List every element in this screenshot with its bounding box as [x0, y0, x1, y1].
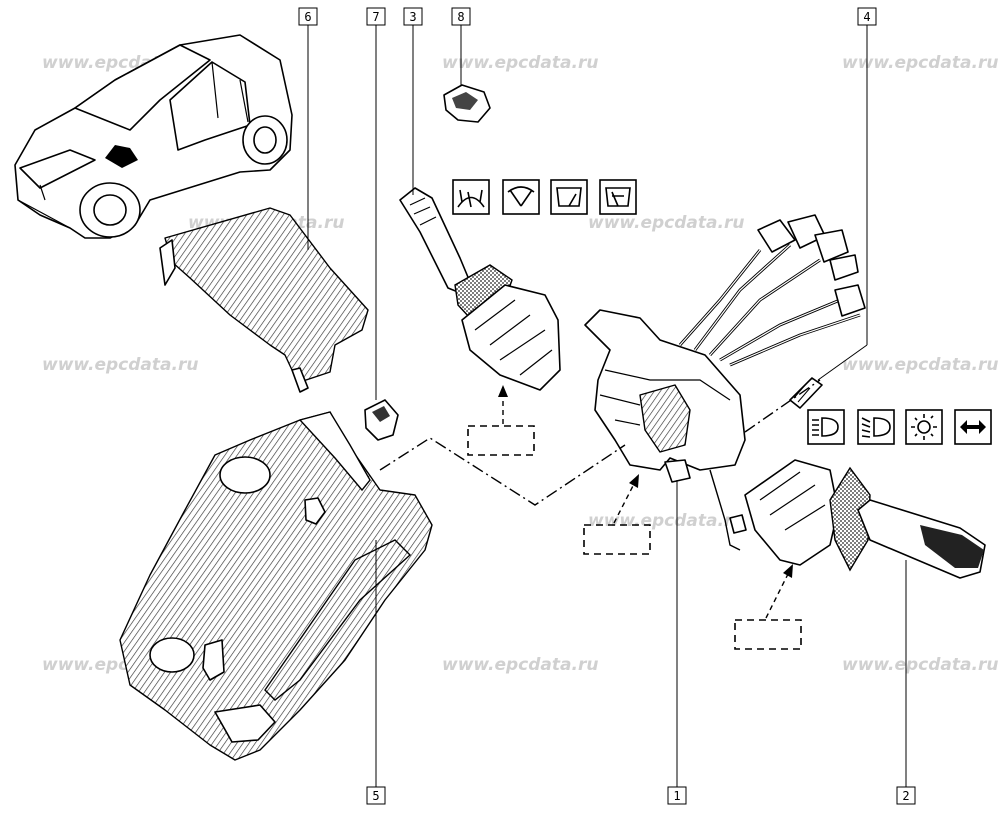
wiper-sweep-icon [502, 179, 540, 215]
callout-1: 1 [667, 786, 687, 805]
callout-label: 3 [409, 10, 416, 24]
watermark: www.epcdata.ru [842, 355, 998, 375]
callout-label: 1 [673, 789, 680, 803]
part-2-lighting-switch [744, 459, 986, 579]
callout-4: 4 [857, 7, 877, 26]
callout-label: 5 [372, 789, 379, 803]
reference-box [734, 619, 802, 650]
callout-label: 7 [372, 10, 379, 24]
rear-wiper-icon [599, 179, 637, 215]
callout-2: 2 [896, 786, 916, 805]
wiper-symbol-row [452, 179, 637, 215]
part-3-wiper-switch [399, 187, 561, 391]
leader-lines [307, 25, 907, 787]
fog-light-icon [857, 409, 895, 445]
watermark: www.epcdata.ru [442, 53, 598, 73]
callout-6: 6 [298, 7, 318, 26]
part-1-switch-body [584, 214, 866, 551]
watermark: www.epcdata.ru [842, 53, 998, 73]
rear-window-icon [550, 179, 588, 215]
watermark: www.epcdata.ru [442, 655, 598, 675]
callout-7: 7 [366, 7, 386, 26]
part-5-lower-shroud [119, 411, 433, 761]
switch-location-marker [105, 145, 138, 168]
callout-3: 3 [403, 7, 423, 26]
callout-8: 8 [451, 7, 471, 26]
watermark: www.epcdata.ru [42, 355, 198, 375]
reference-boxes [379, 379, 821, 650]
lighting-symbol-row [807, 409, 992, 445]
watermark: www.epcdata.ru [588, 511, 744, 531]
part-8-cap [443, 84, 491, 123]
watermark: www.epcdata.ru [588, 213, 744, 233]
car-illustration [14, 34, 293, 239]
reference-box [467, 425, 535, 456]
callout-label: 6 [304, 10, 311, 24]
part-6-upper-shroud [159, 207, 369, 393]
part-7-clip [364, 399, 399, 441]
callout-label: 4 [863, 10, 870, 24]
callout-label: 2 [902, 789, 909, 803]
part-4-screw [789, 377, 823, 409]
callout-label: 8 [457, 10, 464, 24]
callout-5: 5 [366, 786, 386, 805]
watermark: www.epcdata.ru [842, 655, 998, 675]
